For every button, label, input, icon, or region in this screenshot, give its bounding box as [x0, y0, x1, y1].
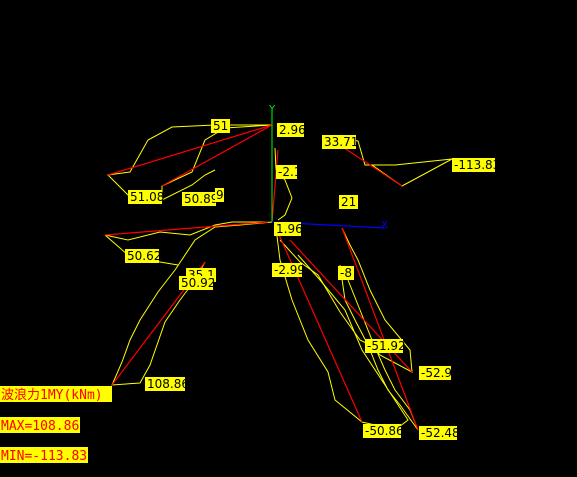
svg-text:51.08: 51.08 [130, 190, 164, 204]
svg-text:-2.99: -2.99 [274, 263, 305, 277]
value-labels: 51 2.96 33.71 -113.83 -2.1 51.08 [125, 119, 500, 440]
svg-text:-50.86: -50.86 [365, 424, 404, 438]
legend-max: MAX=108.86 [0, 417, 80, 434]
svg-text:-113.83: -113.83 [454, 158, 500, 172]
svg-text:-52.48: -52.48 [421, 426, 460, 440]
envelope-center-pier [275, 227, 409, 431]
value-label: 51 [211, 119, 230, 133]
envelope-upper-left [106, 124, 272, 201]
envelope-pier-right [279, 227, 413, 373]
value-label: -52.48 [419, 426, 460, 440]
legend-min: MIN=-113.83 [0, 447, 88, 464]
svg-text:51: 51 [213, 119, 228, 133]
value-label: 21 [339, 195, 358, 209]
svg-text:21: 21 [341, 195, 356, 209]
envelope-inner-pier [274, 147, 293, 221]
value-label: -8 [338, 266, 354, 280]
value-label: 9 [215, 188, 224, 202]
svg-text:2.96: 2.96 [279, 123, 306, 137]
svg-text:-8: -8 [340, 266, 352, 280]
member-center-pier [275, 227, 363, 423]
structural-members [104, 124, 419, 431]
legend-title: 波浪力1MY(kNm) [0, 386, 112, 403]
value-label: -51.92 [365, 339, 406, 353]
value-label: -113.83 [452, 158, 500, 172]
member-right-pier-2 [341, 227, 419, 431]
svg-text:波浪力1MY(kNm): 波浪力1MY(kNm) [1, 388, 103, 403]
value-label: 50.89 [182, 192, 218, 206]
svg-text:-51.92: -51.92 [367, 339, 406, 353]
envelope-lower-left [111, 221, 273, 386]
value-label: -2.99 [272, 263, 305, 277]
svg-text:MIN=-113.83: MIN=-113.83 [1, 449, 87, 464]
svg-text:33.71: 33.71 [324, 135, 358, 149]
svg-text:9: 9 [216, 188, 224, 202]
member-inner-pier [271, 149, 279, 223]
value-label: 50.92 [179, 276, 215, 290]
x-axis-label: X [381, 220, 388, 231]
member-upper-left [107, 124, 273, 176]
value-label: 2.96 [277, 123, 306, 137]
value-label: 50.62 [125, 249, 161, 263]
value-label: -50.86 [363, 424, 404, 438]
value-label: -2.1 [276, 165, 301, 179]
y-axis-label: Y [268, 104, 276, 115]
value-label: 51.08 [128, 190, 164, 204]
svg-text:50.89: 50.89 [184, 192, 218, 206]
svg-text:1.96: 1.96 [276, 222, 303, 236]
envelope-right-top [325, 135, 453, 187]
member-upper-mid [161, 124, 273, 187]
envelope-upper-mid [161, 124, 273, 200]
svg-text:-2.1: -2.1 [278, 165, 301, 179]
svg-text:MAX=108.86: MAX=108.86 [1, 419, 79, 434]
value-label: 1.96 [274, 222, 303, 236]
svg-text:108.86: 108.86 [147, 377, 189, 391]
legend: 波浪力1MY(kNm) MAX=108.86 MIN=-113.83 [0, 386, 112, 464]
member-left-low [104, 221, 269, 236]
svg-text:-52.9: -52.9 [421, 366, 452, 380]
svg-text:50.92: 50.92 [181, 276, 215, 290]
value-label: 33.71 [322, 135, 358, 149]
value-label: -52.9 [419, 366, 452, 380]
value-label: 108.86 [145, 377, 189, 391]
svg-text:50.62: 50.62 [127, 249, 161, 263]
